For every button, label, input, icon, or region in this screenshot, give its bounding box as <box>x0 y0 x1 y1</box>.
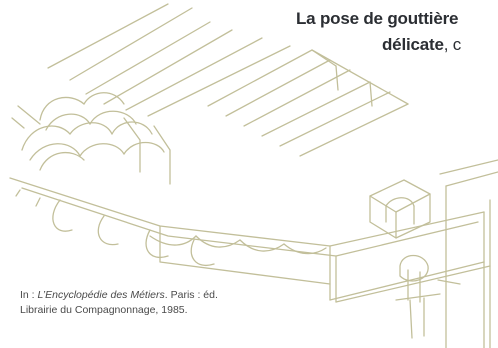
roof-slats <box>207 49 409 157</box>
caption-prefix: In : <box>20 289 38 301</box>
caption-source-title: L’Encyclopédie des Métiers <box>37 289 165 301</box>
heading-continuation: , c <box>443 35 462 54</box>
heading-line-2: délicate, c <box>296 32 498 58</box>
fascia-board <box>159 225 491 303</box>
caption-publisher: Librairie du Compagnonnage, 1985. <box>20 304 188 316</box>
gutter-channel <box>9 177 485 257</box>
bracket-assembly <box>395 254 461 339</box>
downpipe-outlet <box>369 179 431 239</box>
heading-emphasis: délicate <box>382 35 444 54</box>
caption-line-1: In : L’Encyclopédie des Métiers. Paris :… <box>20 288 218 303</box>
article-heading: La pose de gouttière délicate, c <box>296 6 498 58</box>
heading-line-1: La pose de gouttière <box>296 9 459 28</box>
roof-tiles <box>11 3 291 185</box>
wall-corner <box>439 159 498 348</box>
caption-publication: . Paris : éd. <box>164 289 218 301</box>
figure-caption: In : L’Encyclopédie des Métiers. Paris :… <box>20 288 218 318</box>
gutter-hooks <box>52 199 215 266</box>
